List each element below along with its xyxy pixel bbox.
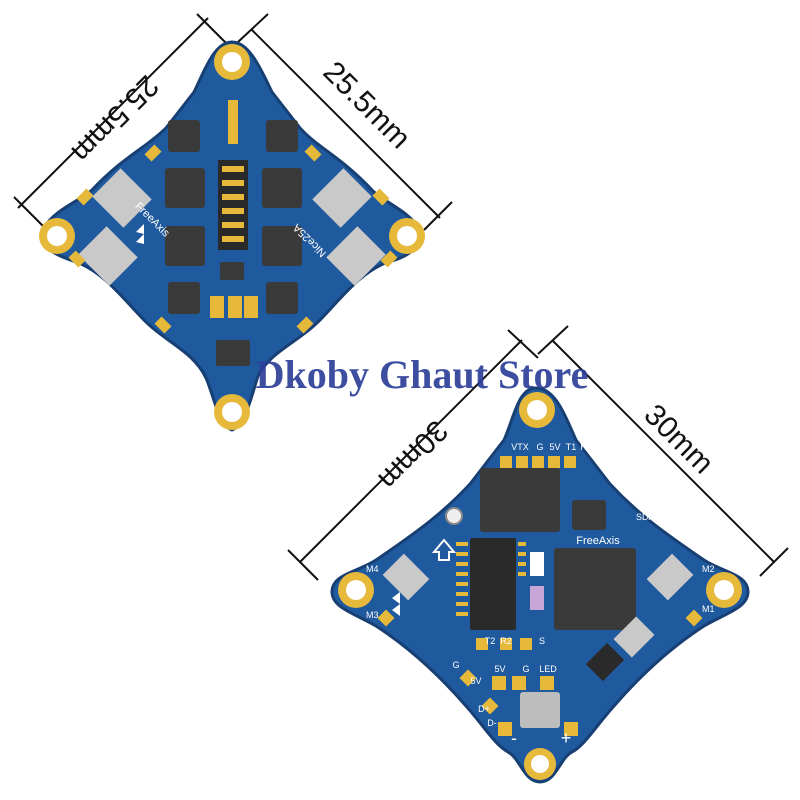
label-freeaxis: FreeAxis — [576, 535, 620, 547]
bottom-silk-logo — [392, 592, 400, 616]
label-side-5v: 5V — [470, 676, 481, 686]
label-m4: M4 — [366, 564, 379, 574]
bottom-mount-holes — [338, 392, 742, 780]
bottom-boot-button — [445, 507, 463, 525]
bottom-silk-labels: VTX G 5V T1 R1 SCL SDA FreeAxis M4 M3 M2… — [366, 442, 715, 748]
bottom-motor-connectors — [382, 553, 694, 658]
top-motor-connectors — [78, 168, 386, 286]
bottom-direction-arrow-icon — [431, 538, 457, 561]
bottom-ic-pins — [456, 542, 526, 616]
label-power-plus: + — [561, 728, 572, 748]
top-dim-right-label: 25.5mm — [317, 55, 417, 155]
bottom-pcb — [330, 386, 750, 784]
top-silk-logo — [136, 224, 144, 244]
label-scl: SCL — [612, 476, 630, 486]
label-power-minus: - — [511, 728, 517, 748]
top-mount-holes — [39, 44, 425, 430]
label-m2: M2 — [702, 564, 715, 574]
bottom-chips — [470, 468, 636, 728]
top-mosfets — [165, 120, 302, 366]
label-s: S — [539, 636, 545, 646]
bottom-dim-left-label: 30mm — [372, 414, 454, 496]
label-r2: R2 — [500, 636, 512, 646]
label-vtx: VTX — [511, 442, 529, 452]
label-m1: M1 — [702, 604, 715, 614]
label-m3: M3 — [366, 610, 379, 620]
label-dplus: D+ — [478, 704, 490, 714]
label-g: G — [536, 442, 543, 452]
label-sda: SDA — [636, 512, 655, 522]
label-t2: T2 — [485, 636, 496, 646]
label-r1: R1 — [580, 442, 592, 452]
label-dminus: D- — [487, 718, 497, 728]
label-side-g: G — [452, 660, 459, 670]
watermark-text: Dkoby Ghaut Store — [256, 352, 589, 397]
top-edge-pads — [68, 144, 398, 334]
label-t1: T1 — [566, 442, 577, 452]
label-5v: 5V — [549, 442, 560, 452]
bottom-pads — [377, 456, 703, 736]
top-center-components — [210, 100, 258, 318]
label-bottom-g: G — [522, 664, 529, 674]
label-bottom-led: LED — [539, 664, 557, 674]
label-bottom-5v: 5V — [494, 664, 505, 674]
